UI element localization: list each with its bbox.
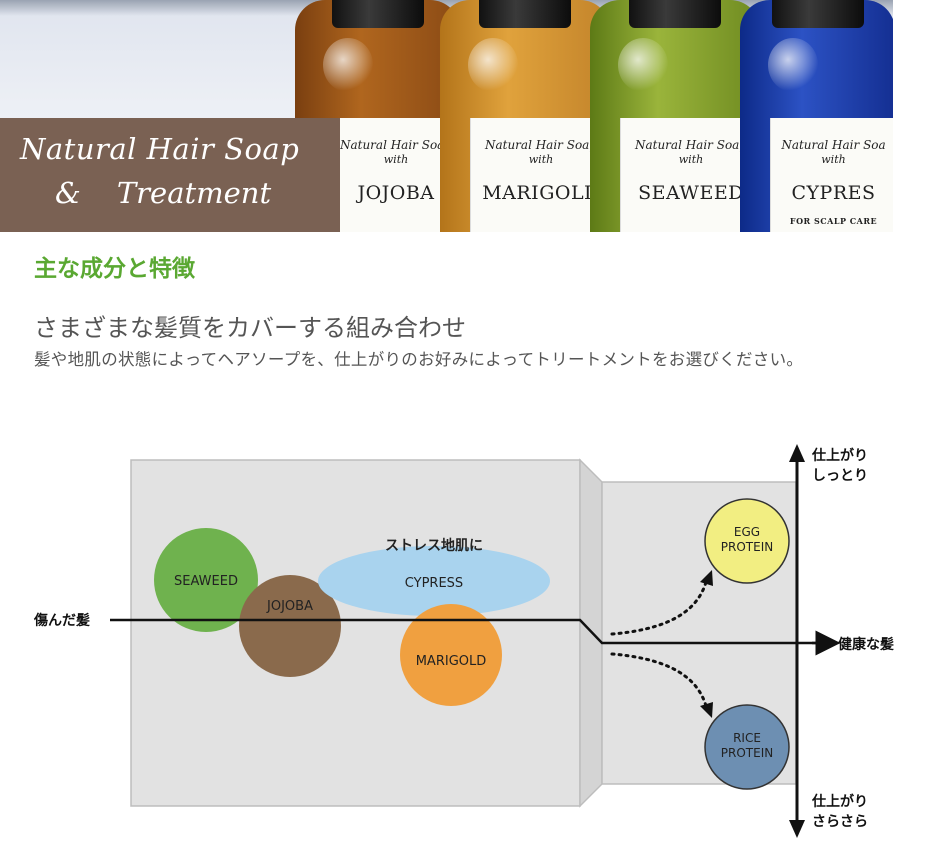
bottle-label-line1: Natural Hair Soap [339, 138, 453, 152]
description: 髪や地肌の状態によってヘアソープを、仕上がりのお好みによってトリートメントをお選… [34, 350, 804, 369]
seaweed-label: SEAWEED [174, 574, 238, 589]
bottle-cap [771, 0, 864, 28]
bottle-cap [629, 0, 721, 28]
ingredient-diagram: SEAWEED JOJOBA ストレス地肌に CYPRESS MARIGOLD … [33, 444, 894, 838]
bottle-label-line2: with [821, 153, 846, 166]
bottle-marigold: Natural Hair Soap with MARIGOLD [440, 0, 610, 232]
bottle-shine [768, 38, 818, 92]
subtitle: さまざまな髪質をカバーする組み合わせ [34, 314, 466, 342]
rice-protein-circle [704, 704, 790, 790]
bottle-label: Natural Hair Soap with JOJOBA [335, 118, 456, 232]
banner-title-line2: & Treatment [55, 176, 271, 210]
healthy-hair-label: 健康な髪 [838, 636, 894, 653]
dotted-arrow-to-egg [610, 580, 708, 636]
bottle-cypress: Natural Hair Soa with CYPRES FOR SCALP C… [740, 0, 893, 232]
banner-title-line1: Natural Hair Soap [20, 132, 300, 166]
section-title: 主な成分と特徴 [34, 256, 195, 282]
bottle-label: Natural Hair Soap with SEAWEED [620, 118, 760, 232]
bottle-label-line1: Natural Hair Soap [484, 138, 598, 152]
smooth-finish-label-line1: 仕上がり [811, 793, 868, 810]
bottle-label-line1: Natural Hair Soa [781, 138, 886, 152]
cypress-label: CYPRESS [405, 576, 463, 591]
bottle-label-note: FOR SCALP CARE [789, 216, 878, 226]
stress-scalp-label: ストレス地肌に [385, 537, 483, 554]
egg-label-line2: PROTEIN [721, 540, 773, 554]
seaweed-circle [154, 528, 258, 632]
bottle-cap [479, 0, 571, 28]
banner-title: Natural Hair Soap & Treatment [0, 118, 340, 232]
bottle-label-name: CYPRES [791, 182, 876, 204]
product-banner: Natural Hair Soap with JOJOBA Natural Ha… [0, 0, 893, 232]
bottle-cap [331, 0, 424, 28]
marigold-label: MARIGOLD [416, 654, 487, 669]
bottle-shine [323, 38, 373, 92]
moist-finish-label-line2: しっとり [812, 468, 868, 484]
arrow-head-rice-icon [700, 702, 713, 718]
smooth-finish-label-line2: さらさら [812, 814, 868, 830]
egg-label-line1: EGG [734, 525, 760, 539]
bottle-label-line2: with [383, 153, 409, 166]
axis-arrow-down-icon [789, 820, 805, 838]
damaged-hair-label: 傷んだ髪 [33, 612, 90, 629]
bottle-label-name: SEAWEED [638, 182, 744, 204]
egg-protein-circle [704, 498, 790, 584]
rice-label-line2: PROTEIN [721, 746, 773, 760]
dotted-arrow-to-rice [610, 652, 708, 708]
bottle-label-name: JOJOBA [357, 182, 435, 204]
bottle-label-line1: Natural Hair Soap [634, 138, 748, 152]
banner-title-treatment: Treatment [116, 176, 272, 210]
bottle-label-name: MARIGOLD [482, 182, 600, 204]
bottle-seaweed: Natural Hair Soap with SEAWEED [590, 0, 760, 232]
bottle-shine [618, 38, 668, 92]
moist-finish-label-line1: 仕上がり [811, 447, 868, 464]
jojoba-label: JOJOBA [266, 599, 313, 614]
bottle-shine [468, 38, 518, 92]
jojoba-circle [239, 575, 341, 677]
bottle-label-line2: with [528, 153, 554, 166]
bottle-label-line2: with [678, 153, 704, 166]
bottle-label: Natural Hair Soa with CYPRES FOR SCALP C… [770, 118, 893, 232]
soap-panel [130, 459, 581, 807]
arrow-head-egg-icon [700, 570, 713, 586]
marigold-circle [400, 604, 502, 706]
hair-axis-line [110, 618, 818, 645]
banner-title-amp: & [55, 176, 81, 210]
cypress-ellipse [318, 546, 550, 616]
bottle-label: Natural Hair Soap with MARIGOLD [470, 118, 610, 232]
axis-arrow-up-icon [789, 444, 805, 462]
rice-label-line1: RICE [733, 731, 761, 745]
bottle-jojoba: Natural Hair Soap with JOJOBA [295, 0, 460, 232]
